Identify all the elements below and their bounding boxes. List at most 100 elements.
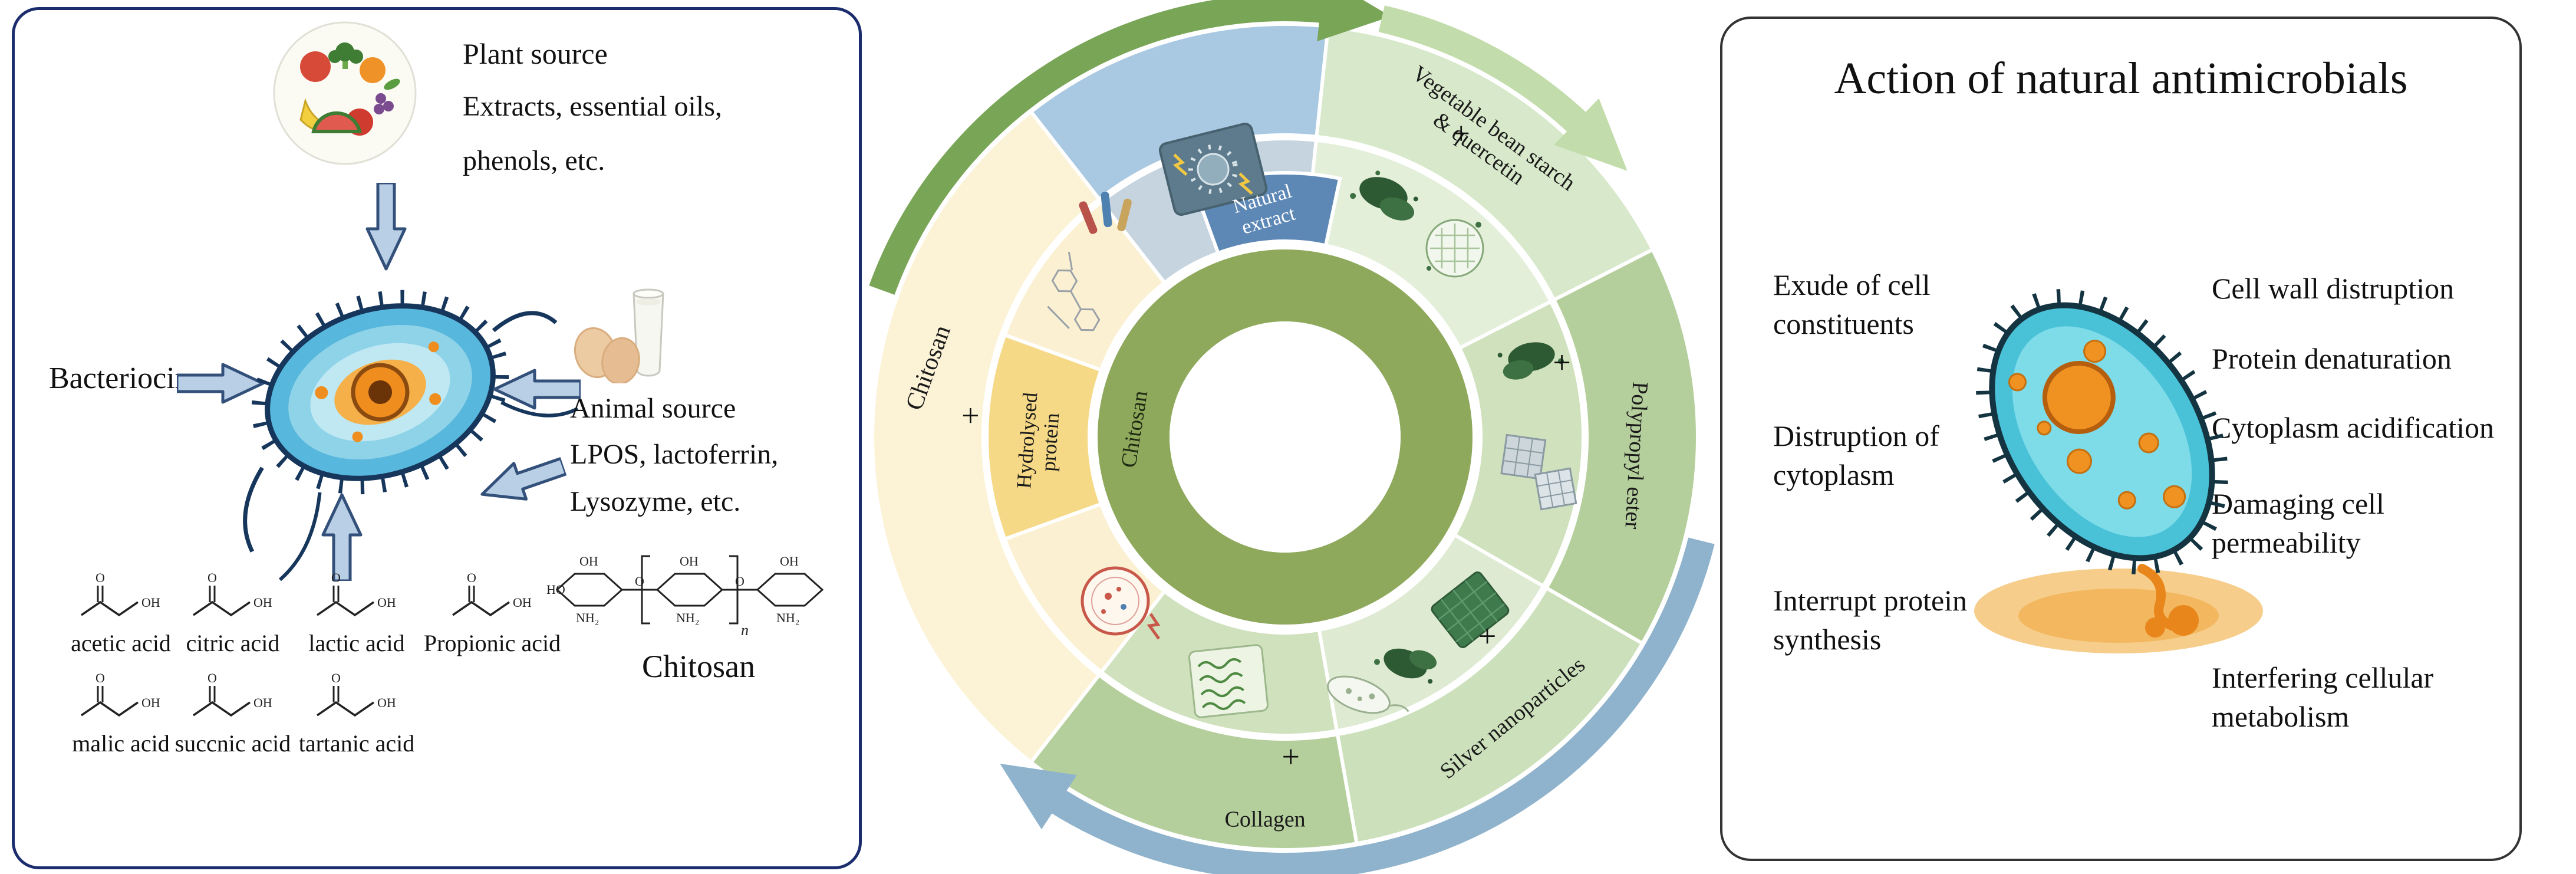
plus-polypropyl: + — [1553, 345, 1570, 380]
cycle-arrow-blue — [1000, 537, 1715, 874]
animal-source-title: Animal source — [570, 393, 736, 424]
action-item: Interfering cellular metabolism — [2212, 661, 2434, 733]
malic-acid-structure — [80, 669, 162, 717]
flagellum-icon — [279, 492, 322, 581]
antimicrobial-action-panel: Action of natural antimicrobials Exude o… — [1720, 17, 2522, 861]
flagellum-icon — [492, 311, 558, 333]
action-item: Damaging cell permeability — [2212, 487, 2384, 559]
acid-label: succnic acid — [174, 730, 291, 757]
block-arrow-icon — [177, 363, 265, 404]
acid-label: lactic acid — [308, 630, 405, 656]
lysed-bacterium-illustration — [1974, 289, 2263, 653]
svg-text:OH: OH — [680, 554, 699, 569]
arrow-acids-to-bacterium — [318, 492, 365, 581]
acid-label: malic acid — [72, 730, 170, 757]
green-chitosan-ring — [1098, 249, 1473, 625]
acid-malic: malic acid — [62, 669, 180, 757]
plant-source-desc: Extracts, essential oils, phenols, etc. — [463, 91, 722, 176]
bacterium-illustration — [243, 290, 579, 581]
egg-icon — [601, 337, 640, 383]
svg-text:NH₂: NH₂ — [676, 610, 699, 625]
animal-source-desc: LPOS, lactoferrin, Lysozyme, etc. — [570, 439, 779, 517]
cycle-arrow-green — [869, 0, 1391, 295]
action-item: Protein denaturation — [2212, 342, 2452, 375]
broccoli-icon — [328, 42, 363, 69]
goo-blob-icon — [2145, 617, 2165, 638]
animal-source-image — [574, 288, 664, 383]
block-arrow-icon — [321, 493, 363, 581]
waves-card-icon — [1188, 644, 1269, 718]
acetic-acid-structure — [80, 569, 162, 616]
svg-text:HO: HO — [546, 582, 565, 597]
wheel-icons — [1047, 123, 1577, 718]
leaf-icon — [384, 78, 400, 90]
svg-text:NH₂: NH₂ — [576, 610, 599, 625]
block-arrow-icon — [365, 183, 407, 271]
action-item: Distruption of cytoplasm — [1773, 419, 1939, 491]
acid-succnic: succnic acid — [174, 669, 292, 757]
chitosan-structure: HO OH OH OH NH₂ NH₂ NH₂ O O n — [546, 554, 824, 639]
svg-text:OH: OH — [579, 554, 598, 569]
svg-text:O: O — [735, 574, 745, 589]
lightning-icon — [1172, 153, 1188, 176]
block-arrow-icon — [480, 456, 568, 501]
succnic-acid-structure — [192, 669, 274, 717]
block-arrow-icon — [493, 369, 581, 410]
plus-vegetable: + — [1452, 116, 1470, 151]
arrow-bacteriocin-to-bacterium — [177, 360, 265, 407]
action-item: Cytoplasm acidification — [2212, 411, 2495, 444]
flagellum-icon — [243, 466, 264, 553]
bacteria-sketch-icon — [1327, 675, 1409, 714]
arrow-chitosan-to-bacterium — [472, 444, 571, 517]
acid-label: Propionic acid — [423, 630, 561, 656]
bacteriocin-label: Bacteriocin — [49, 362, 190, 395]
grapes-icon — [374, 93, 394, 114]
chemical-sketch-icon — [1047, 252, 1101, 331]
wheel-label-collagen: Collagen — [1224, 807, 1305, 832]
acid-acetic: acetic acid — [62, 569, 180, 657]
svg-text:O: O — [635, 574, 644, 589]
acid-lactic: lactic acid — [298, 569, 416, 657]
nucleoid-icon — [2042, 360, 2116, 434]
lactic-acid-structure — [316, 569, 397, 616]
cycle-arrows — [869, 0, 1715, 874]
lightning-icon — [1147, 613, 1161, 640]
cycle-arrow-lightgreen — [1378, 5, 1628, 171]
pili-spikes-icon — [251, 290, 509, 495]
starch-mesh-icon — [1425, 219, 1484, 278]
svg-text:OH: OH — [780, 554, 799, 569]
reagent-rods-icon — [1079, 192, 1132, 234]
acid-tartanic: tartanic acid — [298, 669, 416, 757]
svg-text:n: n — [741, 622, 749, 639]
segment-outer-collagen — [1028, 672, 1359, 852]
acid-label: citric acid — [186, 630, 280, 656]
orange-icon — [360, 57, 386, 83]
petri-dish-icon — [1081, 566, 1161, 640]
flagellum-icon — [500, 400, 579, 418]
tartanic-acid-structure — [316, 669, 397, 717]
virus-card-icon — [1158, 123, 1268, 216]
plus-silver: + — [1478, 618, 1496, 653]
sources-panel: Plant source Extracts, essential oils, p… — [12, 7, 862, 869]
pili-spikes-icon — [1976, 289, 2228, 574]
watermelon-icon — [311, 111, 362, 133]
svg-text:NH₂: NH₂ — [776, 610, 799, 625]
bacterium-body — [1976, 289, 2228, 574]
plant-source-title: Plant source — [463, 37, 608, 70]
panel-title: Action of natural antimicrobials — [1834, 54, 2408, 103]
chitosan-structure-label: Chitosan — [641, 649, 755, 684]
acid-citric: citric acid — [174, 569, 292, 657]
nano-cubes-icon — [1500, 433, 1577, 511]
action-item: Interrupt protein synthesis — [1773, 584, 1968, 656]
propionic-acid-structure — [452, 569, 533, 616]
action-item: Exude of cell constituents — [1773, 268, 1931, 340]
acid-propionic: Propionic acid — [421, 569, 563, 657]
action-item: Cell wall distruption — [2212, 272, 2455, 305]
tomato-icon — [300, 51, 331, 82]
microbe-cluster-icon — [1350, 170, 1418, 221]
goo-blob-icon — [2168, 605, 2199, 636]
acid-label: tartanic acid — [298, 730, 415, 757]
microbe-cluster-icon — [1497, 342, 1564, 380]
plant-source-image — [273, 21, 417, 165]
